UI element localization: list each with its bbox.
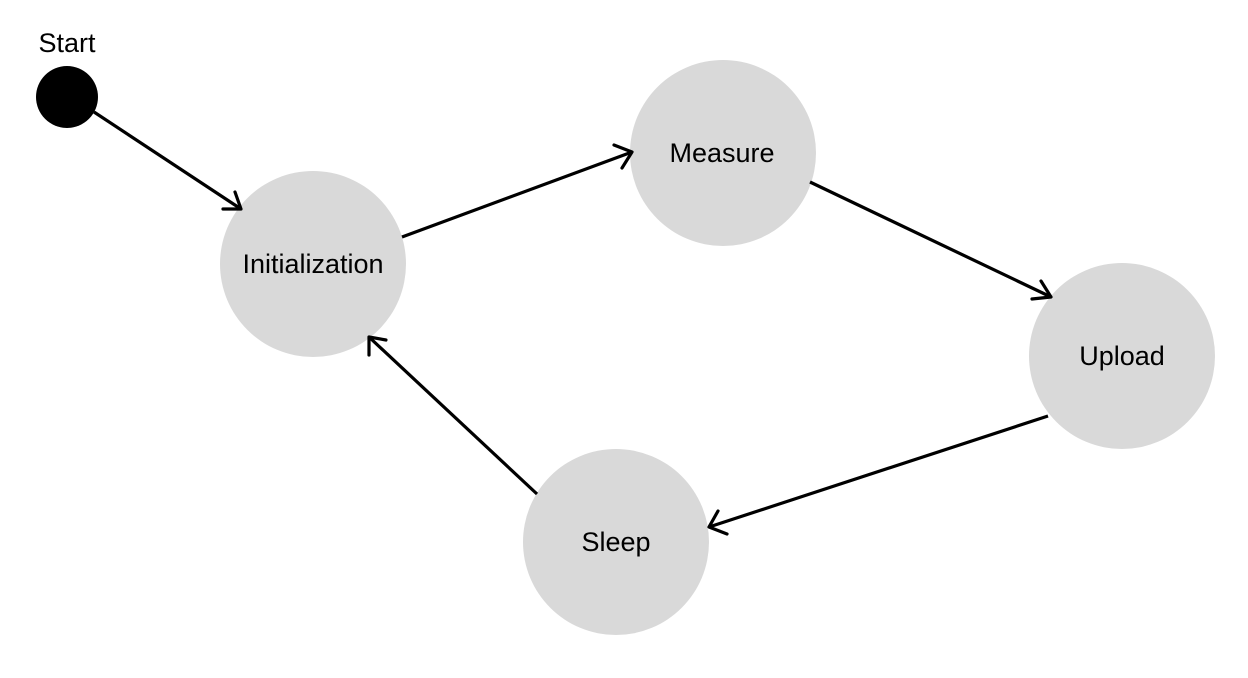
- state-sleep: Sleep: [523, 449, 709, 635]
- edge-measure-to-upload: [809, 180, 1053, 301]
- state-measure-circle: [630, 60, 816, 246]
- arrowhead-icon: [707, 509, 729, 536]
- state-upload-circle: [1029, 263, 1215, 449]
- arrowhead-icon: [367, 335, 388, 357]
- edge-line: [401, 150, 633, 239]
- start-label: Start: [38, 28, 96, 58]
- edge-line: [708, 414, 1049, 529]
- state-measure: Measure: [630, 60, 816, 246]
- edge-sleep-to-initialization: [367, 335, 539, 496]
- edge-upload-to-sleep: [707, 414, 1049, 536]
- edge-line: [93, 110, 242, 211]
- state-upload-label: Upload: [1079, 341, 1165, 371]
- state-sleep-circle: [523, 449, 709, 635]
- state-initialization-label: Initialization: [242, 249, 383, 279]
- state-initialization-circle: [220, 171, 406, 357]
- state-upload: Upload: [1029, 263, 1215, 449]
- edge-initialization-to-measure: [401, 143, 634, 239]
- state-sleep-label: Sleep: [581, 527, 650, 557]
- state-measure-label: Measure: [669, 138, 774, 168]
- arrowhead-icon: [1030, 279, 1053, 301]
- edge-start-to-initialization: [93, 110, 243, 211]
- state-initialization: Initialization: [220, 171, 406, 357]
- edge-line: [367, 335, 539, 496]
- start-node: [36, 66, 98, 128]
- arrowhead-icon: [612, 143, 634, 170]
- edge-line: [809, 180, 1052, 299]
- arrowhead-icon: [221, 190, 243, 211]
